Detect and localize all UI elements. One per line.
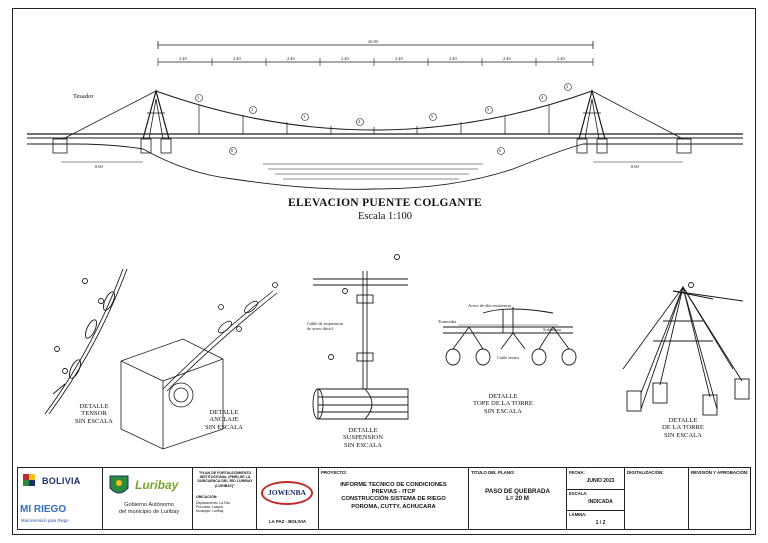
plan-cell: "PLAN DE FORTALECIMIENTO INSTITUCIONAL (…	[193, 468, 257, 529]
luribay-logo-cell: Luribay Gobierno Autónomo del municipio …	[103, 468, 193, 529]
lamina-row: LÁMINA: 1 / 2	[567, 510, 624, 531]
drawing-scale: Escala 1:100	[358, 211, 412, 222]
lamina-value: 1 / 2	[595, 520, 606, 526]
proyecto-cell: PROYECTO: INFORME TECNICO DE CONDICIONES…	[319, 468, 469, 529]
consultora-cell: JOWENBA LA PAZ - BOLIVIA	[257, 468, 319, 529]
detail-torre-label: DETALLE DE LA TORRE SIN ESCALA	[662, 417, 704, 439]
proyecto-label: PROYECTO:	[321, 470, 348, 475]
drawing-sheet: 1 2 3 4 5 5 4 3 6 6 20.00 2.40 2.40 2.40…	[12, 8, 756, 535]
dimension-segment: 2.40	[341, 56, 349, 61]
detail-tensor-label: DETALLE TENSOR SIN ESCALA	[75, 403, 113, 425]
consultora-location: LA PAZ - BOLIVIA	[268, 519, 307, 524]
detail-suspension-label: DETALLE SUSPENSION SIN ESCALA	[343, 427, 383, 449]
dimension-segment: 2.40	[179, 56, 187, 61]
fecha-escala-cell: FECHA: JUNIO 2023 ESCALA: INDICADA LÁMIN…	[567, 468, 625, 529]
fecha-row: FECHA: JUNIO 2023	[567, 468, 624, 490]
side-dimension: 8.00	[631, 164, 639, 169]
node-number: 1	[197, 95, 200, 100]
tesador-label: Tesador	[73, 93, 94, 100]
revision-cell: REVISIÓN Y APROBACIÓN:	[689, 468, 750, 529]
detail-tope-torre-label: DETALLE TOPE DE LA TORRE SIN ESCALA	[473, 393, 533, 415]
municipal-shield-icon	[109, 475, 129, 494]
titulo-cell: TITULO DEL PLANO: PASO DE QUEBRADA L= 20…	[469, 468, 567, 529]
drawing-title: ELEVACION PUENTE COLGANTE	[288, 197, 482, 209]
proyecto-text: INFORME TECNICO DE CONDICIONES PREVIAS -…	[340, 482, 447, 510]
detail-anclaje-label: DETALLE ANCLAJE SIN ESCALA	[205, 409, 243, 431]
dimension-segment: 2.40	[557, 56, 565, 61]
revision-label: REVISIÓN Y APROBACIÓN:	[691, 470, 749, 475]
titulo-label: TITULO DEL PLANO:	[471, 470, 515, 475]
node-number: 4	[541, 95, 544, 100]
mi-riego-logo: MI RIEGO	[20, 504, 67, 515]
node-number: 2	[251, 107, 254, 112]
escala-label: ESCALA:	[569, 491, 588, 496]
tornesaba-label: Tornesaba	[438, 319, 456, 324]
dimension-segment: 2.40	[449, 56, 457, 61]
titulo-text: PASO DE QUEBRADA L= 20 M	[485, 488, 550, 503]
plan-text: "PLAN DE FORTALECIMIENTO INSTITUCIONAL (…	[197, 471, 253, 488]
fecha-value: JUNIO 2023	[586, 478, 615, 484]
cable-suspension-label: Cable de suspension de acero dúctil	[307, 321, 343, 331]
soldadura-label: Soldadura	[543, 327, 561, 332]
side-dimension: 8.00	[95, 164, 103, 169]
node-number: 6	[499, 148, 502, 153]
digitalizacion-label: DIGITALIZACIÓN:	[627, 470, 664, 475]
dimension-segment: 2.40	[233, 56, 241, 61]
dimension-segment: 2.40	[395, 56, 403, 61]
bolivia-text: BOLIVIA	[42, 476, 81, 486]
digitalizacion-cell: DIGITALIZACIÓN:	[625, 468, 689, 529]
acero-label: Acero de alta resistencia	[468, 303, 512, 308]
node-number: 5	[431, 114, 434, 119]
escala-row: ESCALA: INDICADA	[567, 489, 624, 511]
title-block: BOLIVIA MI RIEGO Más inversión para Rieg…	[17, 467, 751, 530]
bolivia-emblem-icon	[23, 474, 35, 486]
cable-tensor-label: Cable tensor	[497, 355, 520, 360]
ubicacion-label: UBICACIÓN:	[196, 495, 218, 499]
dimension-segment: 2.40	[287, 56, 295, 61]
node-number: 4	[358, 119, 361, 124]
gobierno-text: Gobierno Autónomo del municipio de Lurib…	[118, 502, 180, 515]
ubicacion-text: Departamento: La Paz Provincia: Loayza M…	[196, 501, 230, 514]
dimension-total: 20.00	[368, 39, 378, 44]
bolivia-logo-cell: BOLIVIA MI RIEGO Más inversión para Rieg…	[18, 468, 103, 529]
lamina-label: LÁMINA:	[569, 512, 587, 517]
node-number: 3	[566, 84, 569, 89]
jowenba-logo: JOWENBA	[261, 481, 313, 505]
node-number: 3	[303, 114, 306, 119]
node-number: 5	[487, 107, 490, 112]
escala-value: INDICADA	[588, 499, 613, 505]
luribay-logo: Luribay	[135, 478, 179, 492]
node-number: 6	[231, 148, 234, 153]
fecha-label: FECHA:	[569, 470, 585, 475]
bridge-drawing	[27, 41, 750, 450]
mi-riego-subtitle: Más inversión para Riego	[21, 518, 69, 523]
dimension-segment: 2.40	[503, 56, 511, 61]
